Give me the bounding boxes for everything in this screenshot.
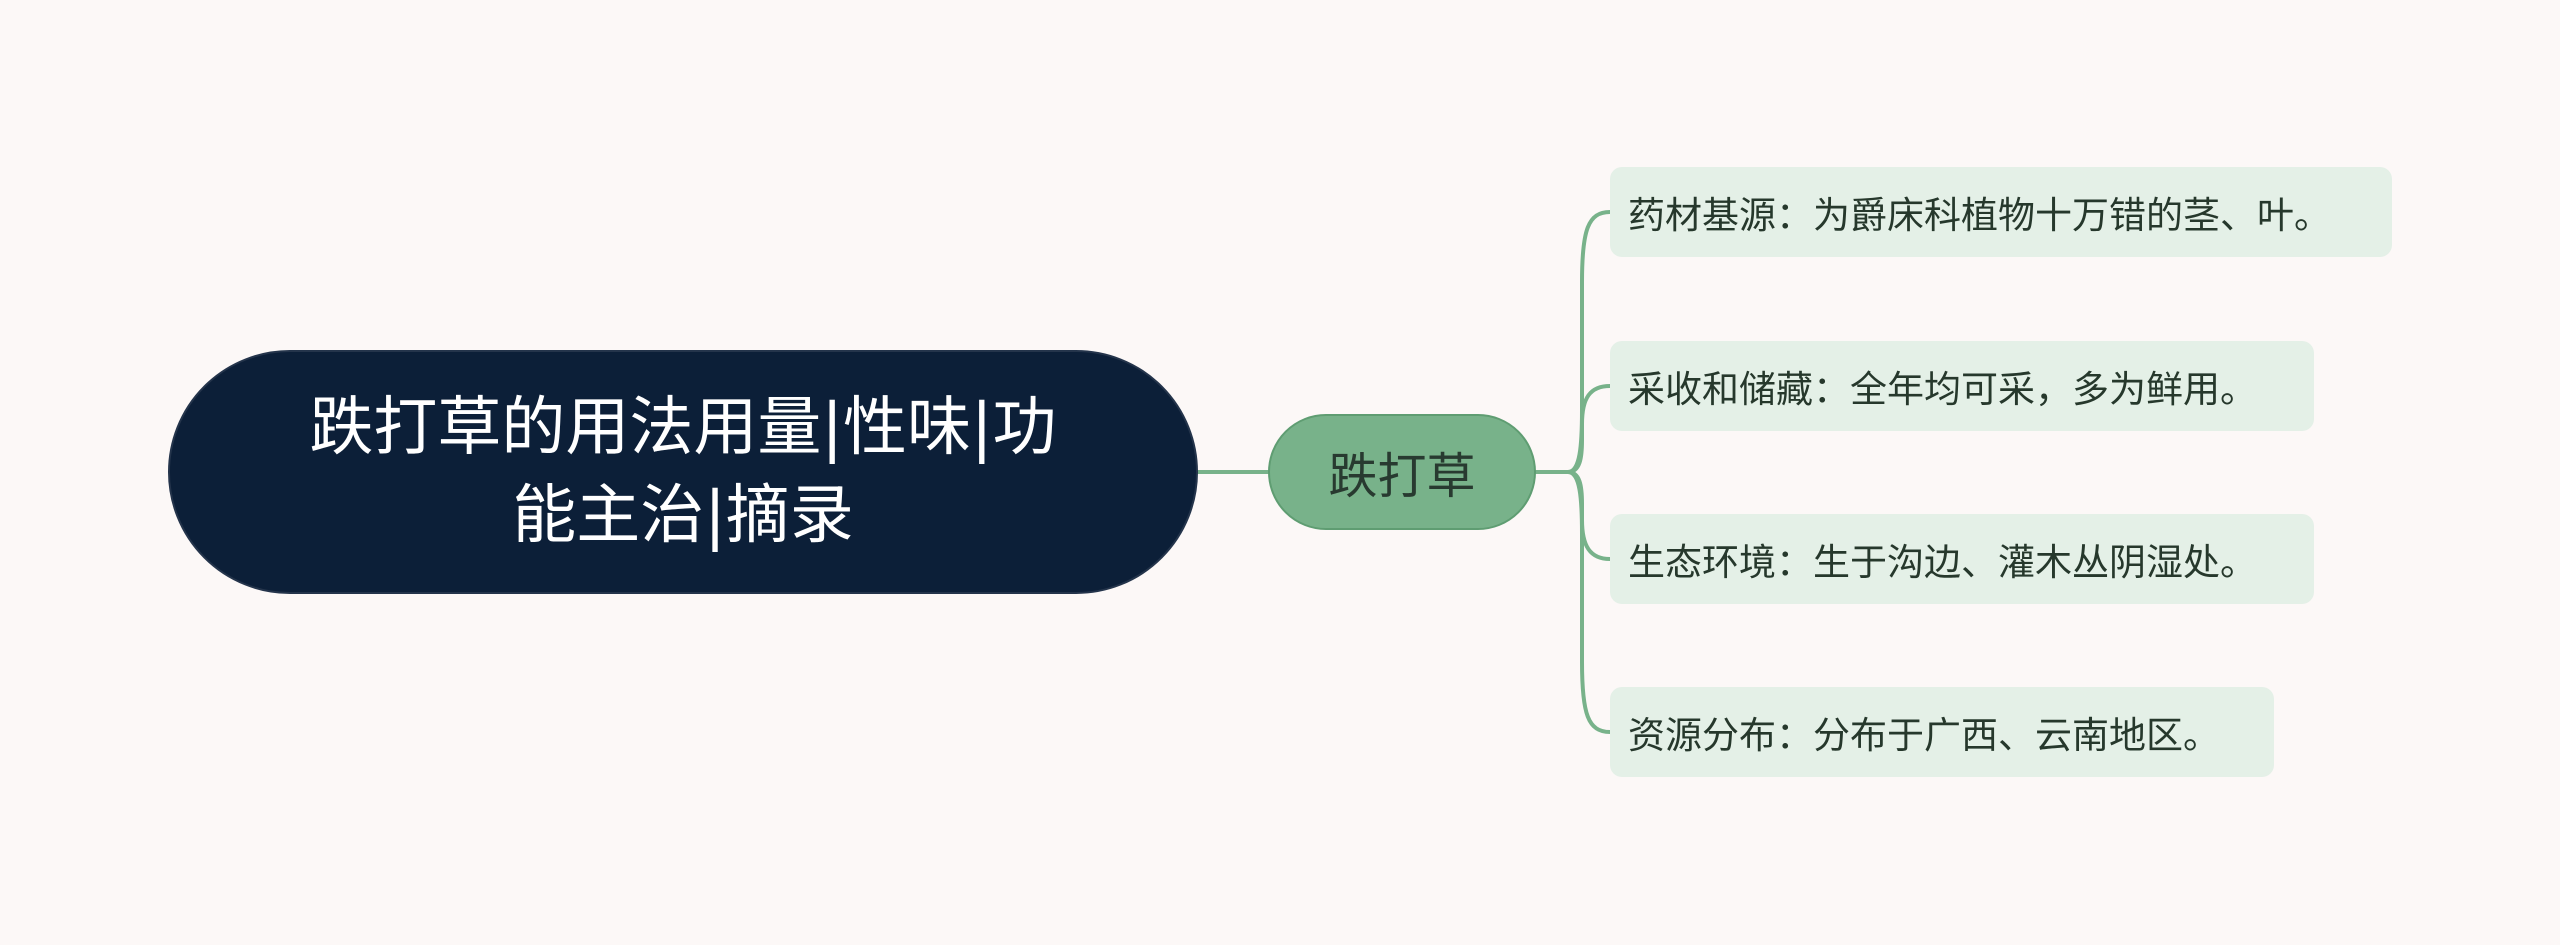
main-to-leaf-3-connector (1566, 470, 1612, 561)
root-topic-node[interactable]: 跌打草的用法用量|性味|功能主治|摘录 (168, 350, 1198, 594)
subtopic-source-node[interactable]: 药材基源：为爵床科植物十万错的茎、叶。 (1610, 167, 2392, 257)
main-to-leaf-4-connector (1566, 470, 1612, 734)
main-to-leaf-1-connector (1534, 210, 1612, 474)
root-topic-title: 跌打草的用法用量|性味|功能主治|摘录 (309, 391, 1057, 553)
subtopic-distribution-label: 资源分布：分布于广西、云南地区。 (1628, 714, 2220, 757)
subtopic-harvest-label: 采收和储藏：全年均可采，多为鲜用。 (1628, 368, 2257, 411)
main-to-leaf-2-connector (1566, 384, 1612, 474)
subtopic-source-label: 药材基源：为爵床科植物十万错的茎、叶。 (1628, 194, 2331, 237)
subtopic-distribution-node[interactable]: 资源分布：分布于广西、云南地区。 (1610, 687, 2274, 777)
subtopic-harvest-node[interactable]: 采收和储藏：全年均可采，多为鲜用。 (1610, 341, 2314, 431)
subtopic-habitat-node[interactable]: 生态环境：生于沟边、灌木丛阴湿处。 (1610, 514, 2314, 604)
subtopic-habitat-label: 生态环境：生于沟边、灌木丛阴湿处。 (1628, 541, 2257, 584)
main-topic-node[interactable]: 跌打草 (1268, 414, 1536, 530)
main-topic-label: 跌打草 (1328, 447, 1476, 505)
